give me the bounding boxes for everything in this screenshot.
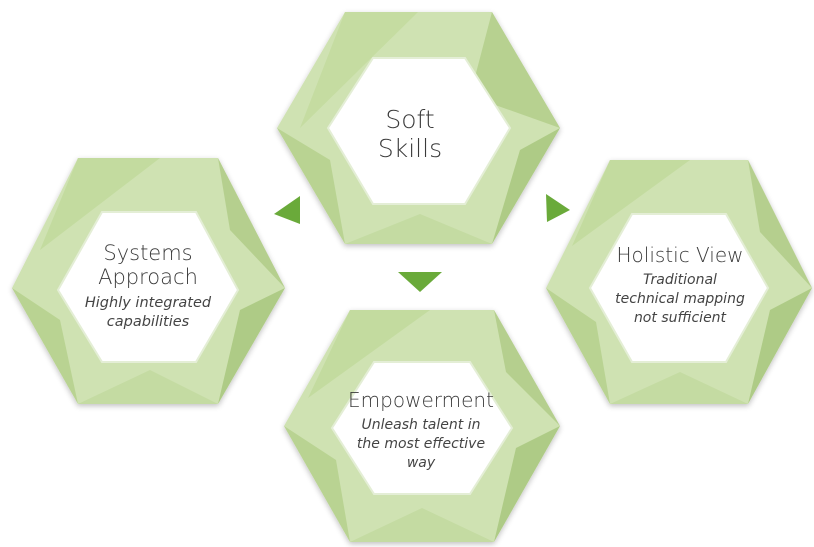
hexagon-soft-skills	[277, 12, 560, 244]
hexagon-empowerment	[284, 310, 560, 542]
hexagon-holistic-view	[546, 160, 812, 404]
subtitle-line: Traditional	[643, 272, 717, 289]
node-holistic-view: Holistic View Traditional technical mapp…	[596, 226, 764, 346]
node-title: Soft	[385, 105, 435, 135]
node-title: Approach	[98, 265, 198, 290]
subtitle-line: not sufficient	[633, 309, 727, 326]
node-title: Holistic View	[616, 243, 744, 268]
hexagon-systems-approach	[12, 158, 285, 404]
subtitle-line: Highly integrated	[84, 294, 212, 311]
arrow-down-connector	[358, 270, 480, 292]
node-title: Skills	[377, 134, 443, 163]
node-title: Systems	[103, 241, 193, 266]
subtitle-line: way	[406, 454, 436, 471]
node-systems-approach: Systems Approach Highly integrated capab…	[58, 222, 238, 352]
subtitle-line: technical mapping	[615, 291, 745, 308]
node-subtitle: Unleash talent in the most effective way	[357, 416, 485, 473]
arrow-left-connector	[268, 168, 300, 224]
subtitle-line: capabilities	[106, 314, 190, 331]
subtitle-line: the most effective	[356, 436, 486, 453]
node-soft-skills: Soft Skills	[330, 90, 490, 180]
arrow-right-connector	[545, 166, 577, 222]
node-title: Empowerment	[348, 388, 494, 413]
node-subtitle: Highly integrated capabilities	[85, 294, 211, 333]
subtitle-line: Unleash talent in	[361, 417, 481, 434]
node-empowerment: Empowerment Unleash talent in the most e…	[332, 372, 510, 490]
node-subtitle: Traditional technical mapping not suffic…	[615, 271, 745, 328]
